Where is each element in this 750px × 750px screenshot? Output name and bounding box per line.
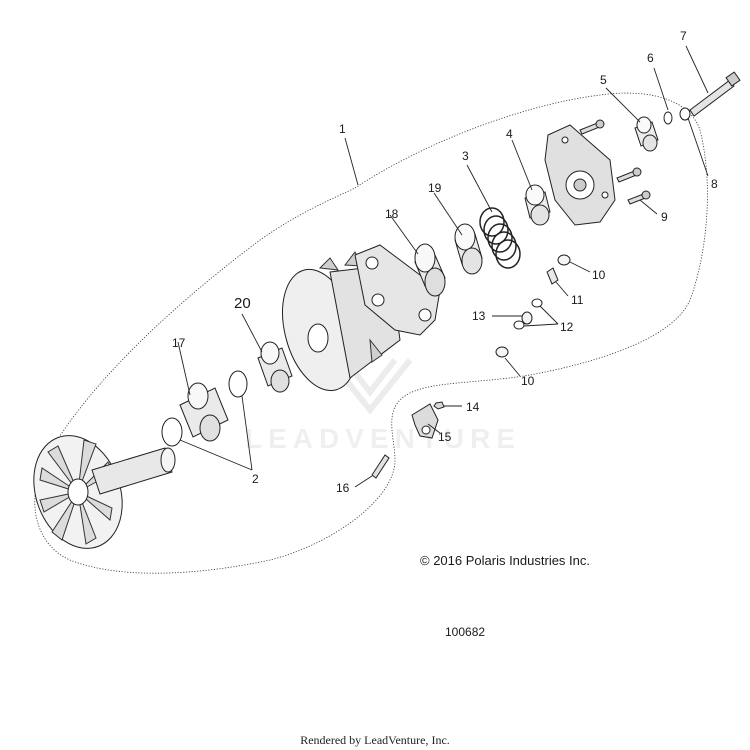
- washer-6: [663, 111, 673, 125]
- bolt-9-top: [579, 119, 605, 135]
- bushing-20: [257, 341, 293, 393]
- callout-12: 12: [560, 320, 574, 334]
- document-number: 100682: [445, 625, 486, 639]
- bushing-19: [454, 223, 483, 275]
- moveable-sheave: [282, 251, 401, 392]
- callout-14: 14: [466, 400, 480, 414]
- callout-8: 8: [711, 177, 718, 191]
- nut-14: [433, 401, 445, 410]
- callout-6: 6: [647, 51, 654, 65]
- callout-10-upper: 10: [592, 268, 606, 282]
- callout-18: 18: [385, 207, 399, 221]
- pin-11: [546, 267, 559, 285]
- bolt-7: [689, 71, 741, 117]
- roller-10-upper: [557, 254, 571, 266]
- callout-2: 2: [252, 472, 259, 486]
- bushing-4: [524, 184, 551, 226]
- leader-lines: [177, 45, 709, 488]
- roller-10-lower: [495, 346, 509, 358]
- shift-weight-15: [411, 403, 439, 439]
- callout-4: 4: [506, 127, 513, 141]
- bushing-5: [634, 116, 659, 152]
- washer-12-a: [531, 298, 543, 308]
- callout-17: 17: [172, 336, 186, 350]
- fixed-sheave: [33, 435, 123, 549]
- watermark-text: LEADVENTURE: [245, 423, 521, 454]
- washer-12-b: [513, 320, 525, 330]
- snap-ring-left: [161, 417, 183, 447]
- callout-16: 16: [336, 481, 350, 495]
- callout-9: 9: [661, 210, 668, 224]
- callout-13: 13: [472, 309, 486, 323]
- callout-15: 15: [438, 430, 452, 444]
- clutch-cover: [544, 124, 616, 226]
- callout-5: 5: [600, 73, 607, 87]
- bushing-18: [414, 243, 446, 297]
- copyright-notice: © 2016 Polaris Industries Inc.: [420, 553, 590, 568]
- callout-7: 7: [680, 29, 687, 43]
- washer-8: [679, 107, 691, 121]
- callout-19: 19: [428, 181, 442, 195]
- bolt-9-low: [627, 190, 651, 205]
- bushing-13: [521, 311, 533, 325]
- render-footer: Rendered by LeadVenture, Inc.: [300, 733, 450, 747]
- pin-16: [371, 454, 390, 479]
- spring-3: [479, 207, 521, 269]
- callout-20: 20: [234, 295, 251, 312]
- callout-1: 1: [339, 122, 346, 136]
- sheave-shaft: [91, 447, 176, 495]
- callout-3: 3: [462, 149, 469, 163]
- bolt-9-mid: [616, 167, 642, 183]
- snap-ring-right: [228, 370, 248, 398]
- callout-11: 11: [571, 293, 584, 307]
- callout-10-lower: 10: [521, 374, 535, 388]
- bushing-17: [179, 382, 229, 442]
- spider-arm: [354, 244, 441, 336]
